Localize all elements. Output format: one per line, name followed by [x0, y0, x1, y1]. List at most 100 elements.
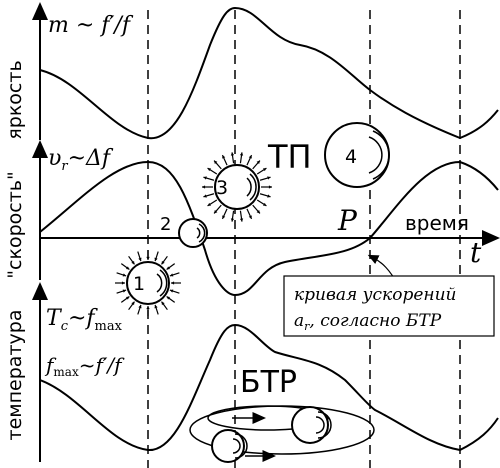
formula-speed-rest: ~Δf: [68, 146, 114, 171]
btr-star-large: [291, 406, 329, 444]
btr-star-small-arc-inner: [232, 438, 241, 454]
star-2-arc-inner: [196, 227, 201, 239]
star-3-ray-tip: [248, 155, 252, 159]
star-3-outward-arrows: [202, 152, 272, 222]
star-1-ray-tip: [166, 296, 171, 300]
star-1-ray-tip: [146, 256, 150, 260]
formula-fmax-rest: ~f′/f: [79, 353, 125, 377]
star-1-ray-tip: [154, 304, 158, 309]
star-1-ray-tip: [122, 289, 127, 293]
star-3-ray-tip: [248, 215, 252, 219]
star-3-ray-tip: [239, 218, 244, 222]
formula-temperature-rest: ~f: [68, 306, 98, 331]
star-1-body: [126, 261, 170, 305]
speed-curve: [39, 160, 499, 297]
point-p-label: P: [337, 204, 358, 237]
callout-box: [283, 275, 495, 337]
star-2-arc: [198, 223, 206, 243]
star-3-ray-tip: [207, 202, 212, 206]
star-3-ray-tip: [203, 194, 207, 198]
star-1-ray-tip: [146, 306, 150, 310]
star-3-number: 3: [216, 177, 228, 199]
x-axis-label-t: t: [470, 236, 482, 269]
star-1-ray-tip: [161, 301, 165, 306]
star-3-ray-tip: [267, 176, 271, 180]
temperature-curve: [39, 323, 499, 452]
formula-speed-var: υ: [48, 146, 61, 171]
acceleration-callout: кривая ускорений ar, согласно БТР: [283, 254, 495, 337]
star-1-ray-tip: [138, 304, 142, 309]
btr-star-large-arc: [317, 411, 332, 439]
callout-var: a: [294, 311, 304, 331]
callout-sub: r: [304, 320, 310, 333]
star-1-ray-tip: [122, 273, 127, 277]
star-3-ray-tip: [214, 210, 218, 214]
y-axis-label-speed: "скорость": [4, 171, 26, 278]
star-4-arc-inner: [368, 136, 383, 174]
star-4: 4: [324, 122, 390, 188]
formula-brightness: m ~ f′/f: [48, 13, 134, 38]
star-3-ray-tip: [262, 202, 267, 206]
star-3-ray-tip: [262, 168, 267, 172]
star-3-ray-tip: [230, 218, 235, 222]
star-1-ray-tip: [166, 266, 171, 270]
star-1-ray-tip: [154, 257, 158, 262]
star-1-ray-tip: [131, 301, 135, 306]
formula-speed: υr~Δf: [48, 146, 114, 174]
star-1-ray-tip: [125, 266, 130, 270]
star-1-number: 1: [133, 273, 145, 295]
callout-line-2: ar, согласно БТР: [294, 311, 442, 333]
formula-speed-sub: r: [61, 159, 68, 174]
formula-temperature-var: T: [46, 306, 63, 331]
star-1-arc: [159, 269, 168, 297]
callout-rest: , согласно БТР: [309, 311, 441, 331]
star-3-ray-tip: [214, 160, 218, 164]
star-1-ray-tip: [125, 296, 130, 300]
x-axis-label-time: время: [405, 211, 469, 235]
star-1-arc-inner: [156, 273, 163, 293]
star-1-inward-arrows: [115, 250, 181, 316]
star-2-number: 2: [160, 214, 171, 235]
star-3-ray-tip: [222, 155, 226, 159]
star-1-ray-tip: [161, 260, 165, 265]
star-1-ray-tip: [121, 281, 125, 285]
formula-temperature: Tc~fmax: [46, 306, 123, 334]
star-4-arc: [372, 130, 390, 180]
star-3-ray-tip: [268, 185, 272, 189]
star-3-ray-tip: [256, 210, 260, 214]
formula-fmax: fmax~f′/f: [44, 353, 125, 379]
star-1-ray-tip: [169, 289, 174, 293]
star-1-ray-tip: [131, 260, 135, 265]
star-2-body: [178, 218, 208, 248]
btr-star-small: [211, 429, 245, 463]
y-axis-label-brightness: яркость: [4, 60, 26, 139]
star-1: 1: [115, 250, 181, 316]
star-3-ray-tip: [267, 194, 271, 198]
star-3-ray-tip: [256, 160, 260, 164]
star-3-ray-tip: [202, 185, 206, 189]
y-axis-label-temperature: температура: [4, 310, 26, 441]
callout-line-1: кривая ускорений: [294, 285, 456, 305]
btr-orbit-system: [189, 405, 375, 463]
star-3-ray-tip: [203, 176, 207, 180]
brightness-curve: [39, 6, 499, 140]
orbit-inner: [207, 405, 329, 431]
star-3-arc-inner: [246, 177, 252, 197]
btr-star-large-arc-inner: [315, 416, 325, 434]
btr-star-small-arc: [234, 433, 248, 459]
star-3-ray-tip: [230, 152, 235, 156]
star-3-ray-tip: [239, 152, 244, 156]
tp-label: ТП: [267, 138, 312, 176]
formula-fmax-sub: max: [53, 365, 79, 379]
formula-temperature-max: max: [95, 319, 123, 334]
btr-label: БТР: [240, 365, 297, 400]
star-1-ray-tip: [171, 281, 175, 285]
star-3-ray-tip: [222, 215, 226, 219]
star-3: 3: [202, 152, 272, 222]
star-1-ray-tip: [169, 273, 174, 277]
star-3-body: [214, 164, 260, 210]
star-4-number: 4: [345, 146, 357, 168]
formula-temperature-sub: c: [61, 319, 69, 334]
star-3-ray-tip: [207, 168, 212, 172]
